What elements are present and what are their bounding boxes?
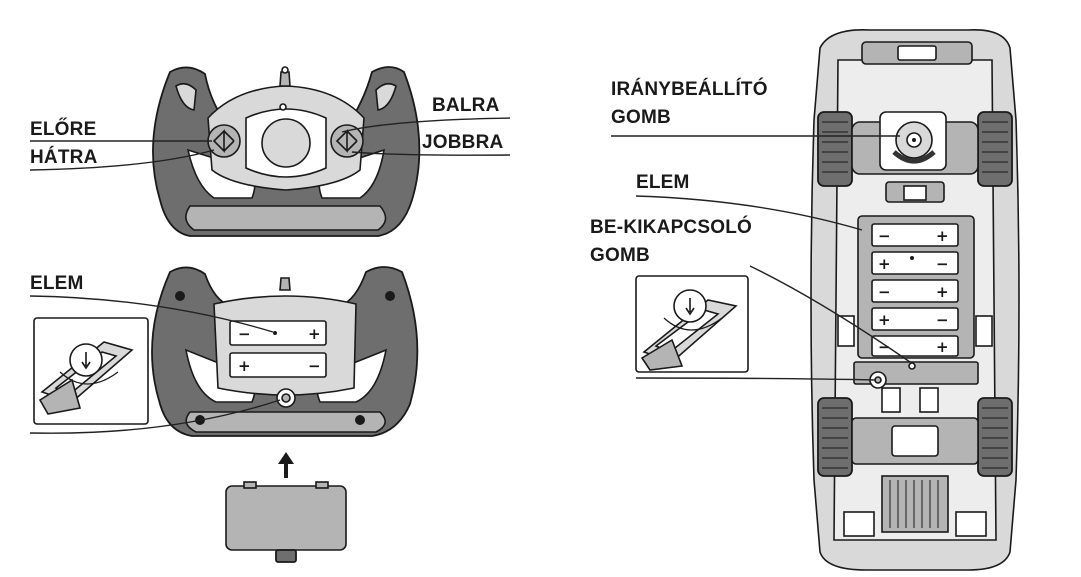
- car-underside: − + + − − + + − − +: [611, 29, 1020, 571]
- cell-plus: +: [936, 227, 949, 245]
- controller-back-view: − + + −: [29, 266, 419, 437]
- label-power-switch-line2: GOMB: [590, 245, 650, 266]
- controller-front-view: [29, 66, 511, 237]
- label-left: BALRA: [432, 95, 500, 116]
- label-controller-battery: ELEM: [30, 273, 84, 294]
- label-car-battery: ELEM: [636, 172, 690, 193]
- cell-plus: +: [936, 338, 949, 356]
- label-forward: ELŐRE: [30, 119, 97, 140]
- cell-plus: +: [936, 283, 949, 301]
- battery-plus-sign: +: [308, 325, 321, 343]
- label-steering-trim-line1: IRÁNYBEÁLLÍTÓ: [611, 79, 768, 100]
- battery-plus-sign: +: [238, 357, 251, 375]
- battery-minus-sign: −: [308, 357, 321, 375]
- cell-plus: +: [878, 255, 891, 273]
- cell-minus: −: [936, 255, 949, 273]
- cell-plus: +: [878, 311, 891, 329]
- cell-minus: −: [878, 227, 891, 245]
- cell-minus: −: [936, 311, 949, 329]
- label-right: JOBBRA: [422, 132, 504, 153]
- label-backward: HÁTRA: [30, 147, 98, 168]
- label-steering-trim-line2: GOMB: [611, 107, 671, 128]
- label-power-switch-line1: BE-KIKAPCSOLÓ: [590, 217, 752, 238]
- battery-minus-sign: −: [238, 325, 251, 343]
- cell-minus: −: [878, 283, 891, 301]
- battery-cover: [225, 452, 347, 563]
